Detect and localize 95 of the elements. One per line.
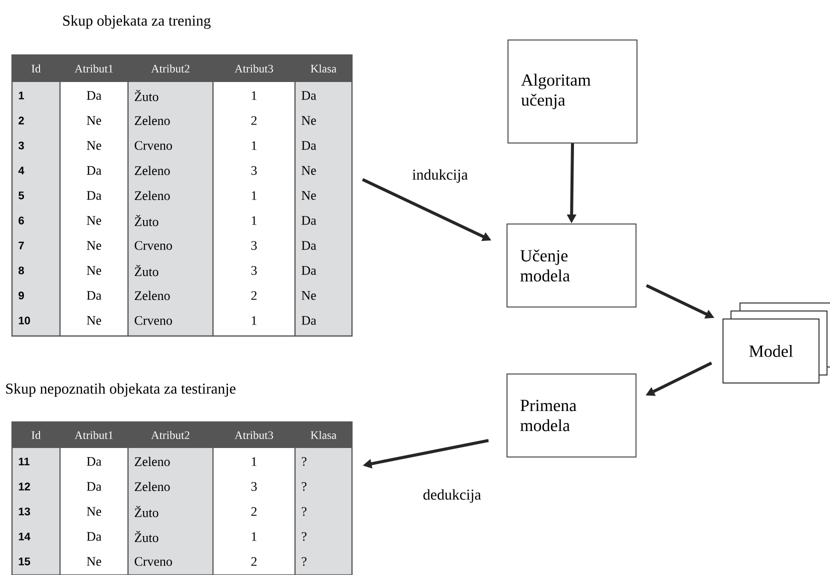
table-cell: 1 bbox=[18, 92, 24, 100]
table-heading: Skup objekata za trening bbox=[63, 15, 211, 29]
table-cell: Da bbox=[302, 216, 316, 225]
table-header-cell: Atribut1 bbox=[74, 430, 113, 440]
table-cell: Da bbox=[302, 91, 316, 100]
table-cell: Ne bbox=[302, 166, 316, 175]
table-cell: 3 bbox=[251, 241, 257, 250]
table-cell: Ne bbox=[302, 291, 316, 300]
table-cell: Da bbox=[302, 316, 316, 325]
table-cell: Ne bbox=[86, 241, 102, 250]
table-cell: Zeleno bbox=[134, 290, 170, 300]
edge-label: indukcija bbox=[412, 169, 468, 183]
table-cell: 2 bbox=[251, 557, 257, 566]
table-cell: 15 bbox=[18, 558, 30, 566]
table-cell: ? bbox=[302, 532, 306, 541]
table-cell: 2 bbox=[251, 291, 257, 300]
table-cell: 10 bbox=[18, 316, 30, 324]
table-cell: Da bbox=[86, 191, 102, 200]
edge-label: dedukcija bbox=[423, 489, 481, 503]
table-cell: 3 bbox=[251, 166, 257, 175]
table-cell: 11 bbox=[18, 458, 30, 466]
table-cell: 2 bbox=[251, 116, 257, 125]
table-cell: Da bbox=[86, 91, 102, 100]
table-cell: Žuto bbox=[134, 264, 158, 276]
table-header-cell: Atribut1 bbox=[74, 64, 113, 73]
table-cell: Žuto bbox=[134, 90, 158, 102]
table-cell: 1 bbox=[252, 91, 256, 100]
process-box: Učenje modela bbox=[506, 224, 636, 308]
table-cell: Ne bbox=[302, 191, 316, 200]
table-cell: Crveno bbox=[134, 241, 172, 250]
data-table bbox=[11, 421, 353, 575]
data-table bbox=[11, 54, 353, 337]
table-heading: Skup nepoznatih objekata za testiranje bbox=[6, 383, 236, 397]
table-cell: Ne bbox=[86, 507, 102, 516]
table-cell: 1 bbox=[252, 191, 256, 200]
table-header-cell: Klasa bbox=[310, 430, 336, 440]
table-cell: Zeleno bbox=[134, 166, 170, 176]
table-header-cell: Id bbox=[32, 64, 41, 73]
table-cell: 1 bbox=[252, 141, 256, 150]
table-cell: Ne bbox=[86, 316, 102, 325]
table-cell: Ne bbox=[86, 557, 102, 566]
table-cell: 1 bbox=[252, 457, 256, 466]
table-cell: 5 bbox=[18, 192, 24, 200]
table-header-cell: Id bbox=[32, 430, 41, 440]
table-cell: ? bbox=[302, 457, 306, 466]
table-cell: Ne bbox=[86, 266, 102, 275]
table-cell: Zeleno bbox=[134, 190, 170, 200]
table-header-cell: Atribut2 bbox=[151, 64, 190, 73]
table-cell: 9 bbox=[18, 292, 24, 300]
table-cell: ? bbox=[302, 507, 306, 516]
table-cell: Crveno bbox=[134, 557, 172, 566]
table-header-cell: Atribut3 bbox=[234, 430, 274, 440]
table-cell: Žuto bbox=[134, 214, 158, 226]
table-cell: Zeleno bbox=[134, 482, 170, 492]
table-cell: 1 bbox=[252, 316, 256, 325]
table-cell: 8 bbox=[18, 266, 24, 274]
table-cell: Žuto bbox=[134, 530, 158, 542]
table-cell: 14 bbox=[18, 532, 30, 540]
table-cell: 13 bbox=[18, 508, 30, 516]
table-cell: 7 bbox=[18, 242, 24, 250]
table-cell: Da bbox=[302, 266, 316, 275]
table-cell: ? bbox=[302, 482, 306, 491]
table-header-cell: Atribut3 bbox=[234, 64, 274, 73]
table-cell: Da bbox=[86, 532, 102, 541]
table-cell: Ne bbox=[302, 116, 316, 125]
table-cell: 1 bbox=[252, 532, 256, 541]
table-cell: Da bbox=[302, 241, 316, 250]
table-cell: 3 bbox=[251, 482, 257, 491]
table-cell: Crveno bbox=[134, 316, 172, 325]
table-cell: Ne bbox=[86, 216, 102, 225]
table-cell: 4 bbox=[18, 166, 24, 174]
table-cell: 6 bbox=[18, 216, 24, 224]
table-header-cell: Atribut2 bbox=[151, 430, 190, 440]
table-cell: Zeleno bbox=[134, 456, 170, 466]
process-box: Primena modela bbox=[506, 374, 636, 458]
table-cell: 2 bbox=[18, 116, 24, 124]
table-cell: Da bbox=[302, 141, 316, 150]
process-box: Algoritam učenja bbox=[508, 40, 638, 144]
table-cell: 2 bbox=[251, 507, 257, 516]
table-cell: 3 bbox=[18, 142, 24, 150]
table-cell: Žuto bbox=[134, 506, 158, 518]
table-cell: ? bbox=[302, 557, 306, 566]
table-cell: Da bbox=[86, 291, 102, 300]
table-cell: Da bbox=[86, 457, 102, 466]
table-cell: 1 bbox=[252, 216, 256, 225]
table-cell: Da bbox=[86, 482, 102, 491]
table-cell: Da bbox=[86, 166, 102, 175]
table-cell: Ne bbox=[86, 141, 102, 150]
stacked-box: Model bbox=[722, 302, 830, 384]
table-cell: Zeleno bbox=[134, 116, 170, 126]
table-cell: 3 bbox=[251, 266, 257, 275]
table-cell: 12 bbox=[18, 482, 30, 490]
table-header-cell: Klasa bbox=[310, 64, 336, 73]
table-cell: Ne bbox=[86, 116, 102, 125]
table-cell: Crveno bbox=[134, 141, 172, 150]
